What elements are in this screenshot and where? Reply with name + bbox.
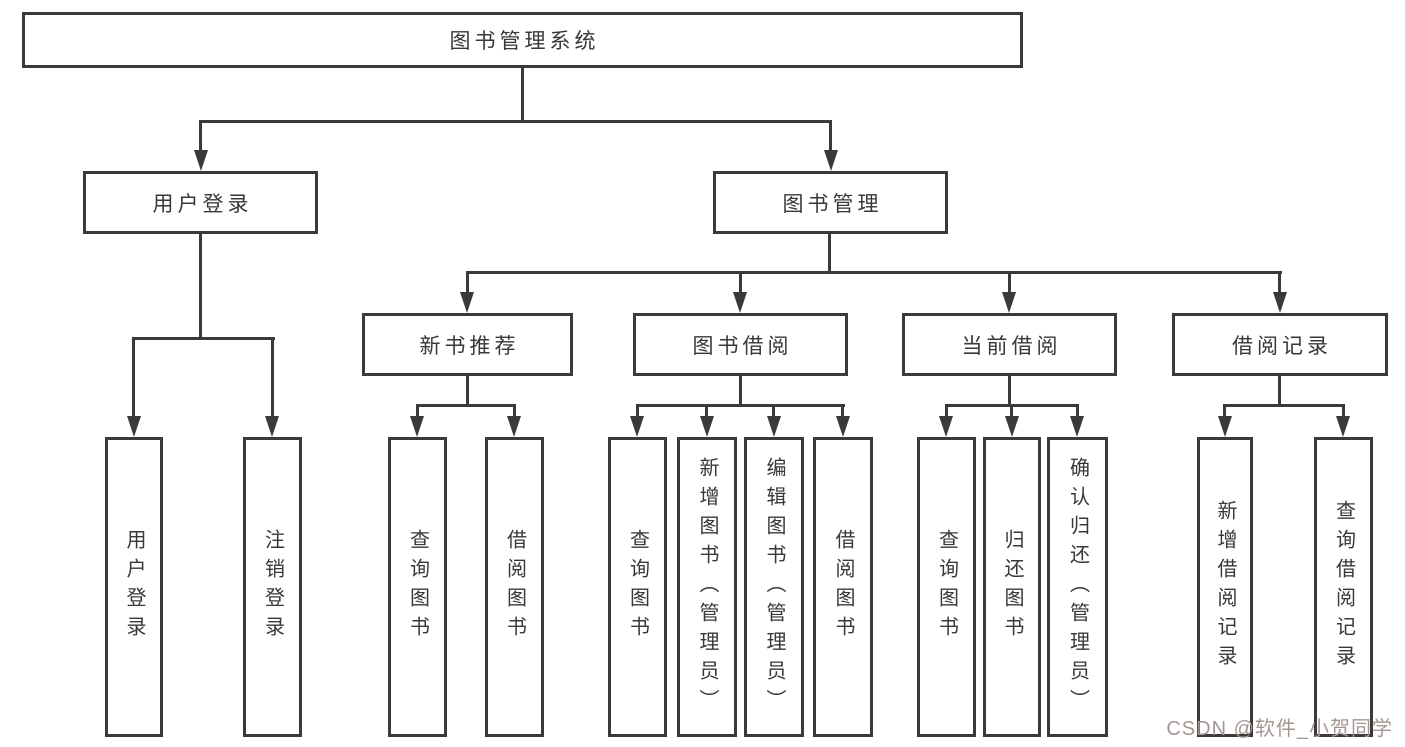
leaf-records-add: 新增借阅记录 [1197,437,1253,737]
connector-vline [1223,404,1226,418]
leaf-borrow-edit: 编辑图书（管理员） [744,437,804,737]
arrowhead-down [1336,416,1350,437]
arrowhead-down [127,416,141,437]
arrowhead-down [836,416,850,437]
node-borrow-records: 借阅记录 [1172,313,1388,376]
connector-vline [466,376,469,407]
leaf-current-return: 归还图书 [983,437,1041,737]
connector-hline [416,404,516,407]
arrowhead-down [700,416,714,437]
connector-vline [1342,404,1345,418]
connector-vline [1008,376,1011,407]
connector-vline [739,271,742,295]
node-book-borrow: 图书借阅 [633,313,848,376]
leaf-newrec-borrow: 借阅图书 [485,437,544,737]
arrowhead-down [733,292,747,313]
leaf-borrow-add: 新增图书（管理员） [677,437,737,737]
leaf-logout: 注销登录 [243,437,302,737]
connector-vline [828,234,831,274]
arrowhead-down [1005,416,1019,437]
connector-vline [1278,376,1281,407]
connector-vline [1010,404,1013,418]
connector-vline [1278,271,1281,295]
arrowhead-down [1273,292,1287,313]
connector-hline [1223,404,1345,407]
arrowhead-down [194,150,208,171]
arrowhead-down [1002,292,1016,313]
arrowhead-down [1070,416,1084,437]
connector-vline [199,234,202,340]
arrowhead-down [1218,416,1232,437]
connector-vline [705,404,708,418]
node-book-mgmt: 图书管理 [713,171,948,234]
node-root: 图书管理系统 [22,12,1023,68]
connector-vline [199,120,202,153]
arrowhead-down [460,292,474,313]
connector-vline [513,404,516,418]
leaf-newrec-query: 查询图书 [388,437,447,737]
arrowhead-down [630,416,644,437]
leaf-records-query: 查询借阅记录 [1314,437,1373,737]
connector-vline [271,337,274,418]
arrowhead-down [265,416,279,437]
connector-vline [945,404,948,418]
connector-vline [772,404,775,418]
leaf-current-query: 查询图书 [917,437,976,737]
connector-vline [1076,404,1079,418]
arrowhead-down [767,416,781,437]
node-user-login: 用户登录 [83,171,318,234]
connector-vline [466,271,469,295]
connector-vline [132,337,135,418]
leaf-borrow-borrow: 借阅图书 [813,437,873,737]
connector-vline [636,404,639,418]
arrowhead-down [824,150,838,171]
node-current-borrow: 当前借阅 [902,313,1117,376]
connector-vline [521,68,524,123]
connector-vline [829,120,832,153]
connector-vline [416,404,419,418]
arrowhead-down [507,416,521,437]
leaf-borrow-query: 查询图书 [608,437,667,737]
connector-vline [739,376,742,407]
arrowhead-down [939,416,953,437]
node-new-rec: 新书推荐 [362,313,573,376]
leaf-current-confirm: 确认归还（管理员） [1047,437,1108,737]
arrowhead-down [410,416,424,437]
connector-hline [466,271,1282,274]
connector-hline [636,404,845,407]
connector-hline [132,337,275,340]
csdn-watermark: CSDN @软件_小贺同学 [1166,718,1393,740]
connector-hline [199,120,832,123]
leaf-user-login: 用户登录 [105,437,163,737]
connector-vline [1008,271,1011,295]
connector-vline [841,404,844,418]
